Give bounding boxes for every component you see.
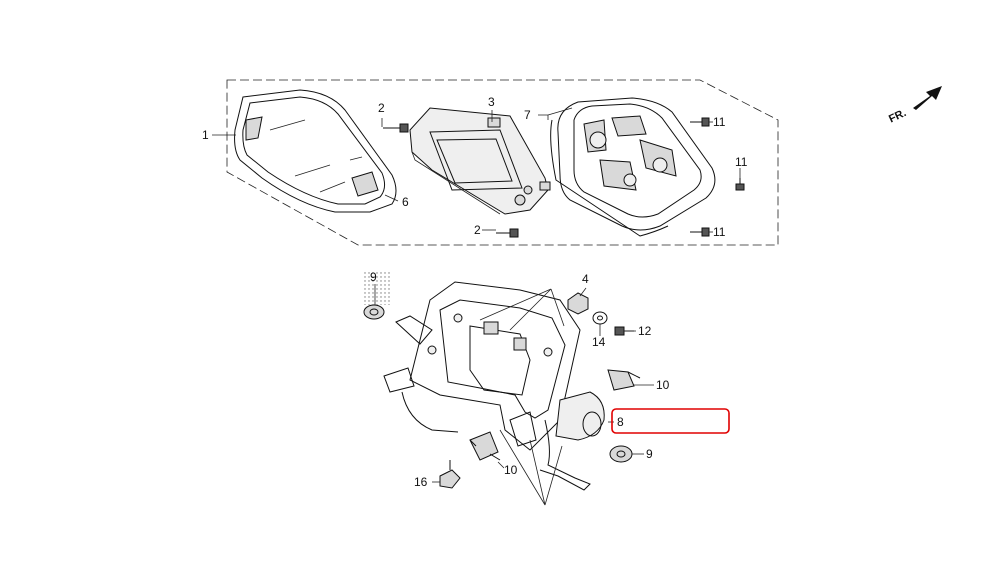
label-9-right: 9 xyxy=(646,447,653,461)
bracket-harness-clip xyxy=(539,391,605,491)
label-2-bottom: 2 xyxy=(474,223,481,237)
label-6: 6 xyxy=(402,195,409,209)
screw-11-a xyxy=(690,117,710,127)
label-10-bottom: 10 xyxy=(504,463,518,477)
grommet-9-top xyxy=(362,272,390,320)
meter-cover xyxy=(234,89,397,213)
screw-11-b xyxy=(735,178,745,191)
front-direction-marker: FR. xyxy=(887,86,942,125)
upper-assembly-outline xyxy=(226,79,779,246)
screw-2-top xyxy=(383,123,409,133)
label-14: 14 xyxy=(592,335,606,349)
label-10-right: 10 xyxy=(656,378,670,392)
label-4: 4 xyxy=(582,272,589,286)
connector-10-bottom xyxy=(469,431,501,461)
meter-unit xyxy=(409,107,551,215)
meter-case xyxy=(550,97,716,237)
label-3: 3 xyxy=(488,95,495,109)
bolt-16 xyxy=(439,460,461,489)
label-11-b: 11 xyxy=(735,155,748,169)
part-labels: 1 2 3 6 7 2 11 11 11 9 4 14 12 10 8 9 10… xyxy=(202,95,748,489)
label-11-a: 11 xyxy=(713,115,726,129)
label-12: 12 xyxy=(638,324,652,338)
screw-11-c xyxy=(690,227,710,237)
highlight-box xyxy=(611,408,730,434)
label-1: 1 xyxy=(202,128,209,142)
connector-10-right xyxy=(607,369,641,391)
screw-2-bottom xyxy=(496,228,519,238)
leader-lines xyxy=(212,107,741,506)
label-11-c: 11 xyxy=(713,225,726,239)
label-7: 7 xyxy=(524,108,531,122)
label-9-top: 9 xyxy=(370,270,377,284)
label-16: 16 xyxy=(414,475,428,489)
nut-4 xyxy=(567,292,589,315)
grommet-9-right xyxy=(609,445,633,463)
label-2-top: 2 xyxy=(378,101,385,115)
label-8: 8 xyxy=(617,415,624,429)
fr-label: FR. xyxy=(887,107,908,125)
arrow-icon xyxy=(913,86,942,110)
meter-stay-bracket xyxy=(383,281,581,451)
washer-14 xyxy=(592,311,608,325)
